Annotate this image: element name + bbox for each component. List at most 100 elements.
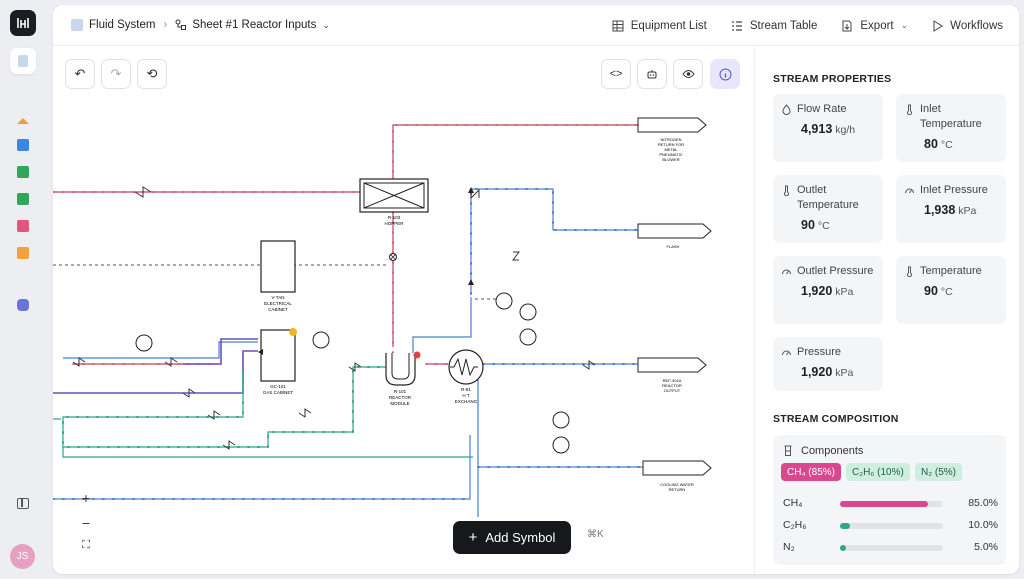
hopper-r103[interactable]: R-103 HOPPER — [359, 178, 429, 226]
add-symbol-label: Add Symbol — [485, 530, 556, 545]
gauge-icon — [782, 350, 791, 356]
thermometer-icon — [784, 185, 789, 196]
component-row-ch4: CH₄ 85.0% — [783, 497, 998, 509]
bot-icon[interactable] — [17, 299, 29, 311]
robot-icon — [647, 70, 657, 79]
heat-exchanger[interactable]: R-81 H T EXCHANG — [448, 349, 484, 404]
export-label: Export — [860, 19, 894, 32]
collapse-sidebar-icon[interactable] — [17, 498, 29, 509]
folder-icon[interactable] — [17, 139, 29, 151]
preview-button[interactable] — [673, 59, 703, 89]
project-icon — [71, 19, 83, 31]
component-chip-c2h6[interactable]: C₂H₆ (10%) — [846, 463, 910, 481]
video-icon[interactable] — [17, 247, 29, 259]
gas-line-purple[interactable] — [53, 338, 258, 394]
electrical-cabinet[interactable]: V-TAN ELECTRICAL CABINET — [260, 240, 296, 312]
undo-button[interactable]: ↶ — [65, 59, 95, 89]
code-view-button[interactable]: <> — [601, 59, 631, 89]
table-grid-icon — [612, 20, 624, 31]
reactor-name-2: MODULE — [390, 401, 409, 406]
offpage-3-text-3: OUTPUT — [664, 388, 681, 393]
play-icon — [933, 19, 944, 32]
app-rail: JS — [0, 0, 46, 579]
add-symbol-shortcut: ⌘K — [587, 529, 604, 540]
component-bar-fill — [840, 523, 851, 529]
outlet-pressure-value: 1,920 — [801, 284, 833, 298]
thermometer-icon — [907, 266, 912, 277]
history-button[interactable]: ⟲ — [137, 59, 167, 89]
offpage-1-text-4: PNEUMATIC — [659, 152, 682, 157]
inlet-temperature-value: 80 — [924, 137, 938, 151]
inlet-temperature-unit: °C — [940, 139, 953, 151]
workflows-button[interactable]: Workflows — [932, 20, 1003, 32]
documents-button[interactable] — [10, 48, 36, 74]
info-button[interactable] — [710, 59, 740, 89]
bot-button[interactable] — [637, 59, 667, 89]
component-row-n2: N₂ 5.0% — [783, 541, 998, 553]
offpage-1-text-5: BLOWER — [662, 157, 679, 162]
valves[interactable] — [72, 186, 596, 450]
add-symbol-button[interactable]: + Add Symbol — [453, 521, 571, 554]
diagram-icon — [175, 19, 187, 30]
chevron-down-icon: ⌄ — [900, 20, 909, 30]
component-percent: 5.0% — [974, 541, 998, 553]
offpage-nitrogen[interactable]: NITROGEN RETURN FOR METAL PNEUMATIC BLOW… — [637, 117, 707, 162]
home-icon[interactable] — [17, 118, 29, 124]
cabinet-name-2: CABINET — [268, 307, 288, 312]
offpage-3-text: REF-301A — [663, 378, 682, 383]
user-avatar[interactable]: JS — [10, 544, 35, 569]
component-bar — [840, 501, 943, 507]
hx-name: H T — [462, 393, 469, 398]
chevron-down-icon[interactable]: ⌄ — [322, 19, 330, 30]
temperature-unit: °C — [940, 286, 953, 298]
component-percent: 85.0% — [968, 497, 998, 509]
component-chip-ch4[interactable]: CH₄ (85%) — [781, 463, 841, 481]
hopper-tag: R-103 — [388, 215, 401, 220]
inlet-temperature-label: Inlet Temperature — [920, 103, 982, 130]
history-icon: ⟲ — [146, 66, 158, 81]
components-label: Components — [801, 445, 864, 457]
sheet-icon[interactable] — [17, 166, 29, 178]
offpage-flash[interactable]: FLASH — [637, 223, 712, 249]
zoom-in-button[interactable]: + — [81, 490, 91, 506]
pressure-label: Pressure — [797, 346, 842, 358]
property-temperature: Temperature 90°C — [896, 256, 1006, 324]
eye-icon — [681, 70, 695, 78]
redo-icon: ↷ — [110, 66, 122, 81]
redo-button[interactable]: ↷ — [101, 59, 131, 89]
stream-table-button[interactable]: Stream Table — [731, 20, 817, 32]
zoom-out-button[interactable]: − — [81, 514, 91, 531]
component-name: C₂H₆ — [783, 519, 807, 531]
equipment-list-button[interactable]: Equipment List — [612, 20, 707, 32]
component-bar — [840, 523, 943, 529]
app-logo[interactable] — [10, 10, 36, 36]
code-icon: <> — [609, 68, 623, 80]
reactor-name: REACTOR — [389, 395, 412, 400]
offpage-2-text: FLASH — [667, 244, 680, 249]
offpage-reactor-output[interactable]: REF-301A REACTOR OUTPUT — [637, 357, 707, 393]
nitrogen-line[interactable] — [53, 124, 639, 365]
image-icon[interactable] — [17, 220, 29, 232]
inlet-pressure-label: Inlet Pressure — [920, 184, 988, 196]
undo-icon: ↶ — [74, 66, 86, 81]
offpage-cooling-water[interactable]: COOLING WATER RETURN — [642, 460, 712, 492]
table-icon[interactable] — [17, 193, 29, 205]
inlet-pressure-value: 1,938 — [924, 203, 956, 217]
instruments[interactable] — [135, 292, 570, 454]
export-button[interactable]: Export ⌄ — [841, 20, 908, 32]
diagram-canvas[interactable]: ↶ ↷ ⟲ <> — [53, 47, 753, 574]
fit-screen-icon[interactable]: ⛶ — [82, 539, 90, 551]
outlet-temperature-label: Outlet Temperature — [797, 184, 859, 211]
gas-cabinet[interactable]: GC-101 GAS CABINET — [258, 328, 297, 395]
breadcrumb-project[interactable]: Fluid System — [89, 19, 156, 31]
stream-properties-heading: STREAM PROPERTIES — [773, 73, 892, 85]
breadcrumb-sheet[interactable]: Sheet #1 Reactor Inputs — [192, 19, 317, 31]
process-line-blue[interactable] — [53, 188, 643, 517]
reactor-module[interactable]: R-101 REACTOR MODULE — [385, 253, 421, 407]
gas-cabinet-name: GAS CABINET — [263, 390, 294, 395]
list-icon — [731, 20, 742, 31]
component-chip-n2[interactable]: N₂ (5%) — [915, 463, 962, 481]
